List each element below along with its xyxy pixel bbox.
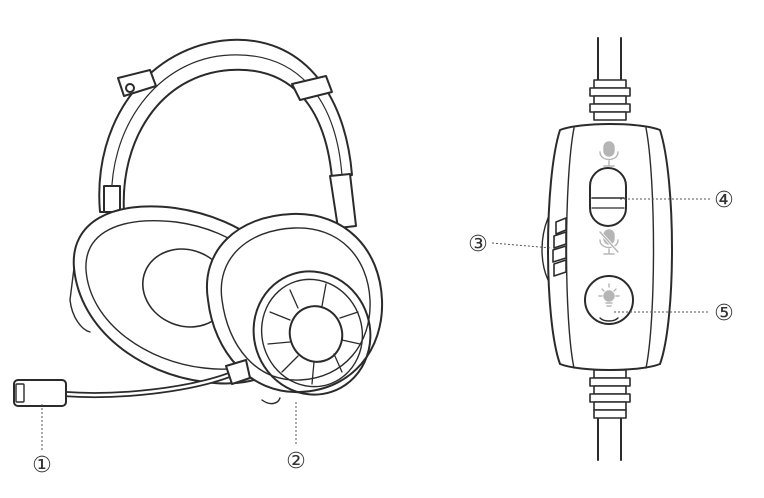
callout-3: ③: [468, 232, 488, 257]
callout-1: ①: [32, 453, 52, 478]
light-bulb-icon: [598, 283, 620, 307]
headset: [13, 38, 384, 407]
callouts: ① ② ③ ④ ⑤: [32, 188, 734, 478]
microphone-boom: [13, 359, 251, 407]
leader-line-3: [491, 242, 553, 249]
right-ear-cup: [205, 212, 384, 405]
volume-wheel[interactable]: [541, 217, 567, 281]
cable: [597, 37, 622, 461]
strain-relief-bottom: [589, 369, 631, 419]
microphone-icon: [599, 141, 619, 167]
microphone-muted-icon: [598, 229, 620, 255]
callout-4: ④: [714, 188, 734, 213]
callout-5: ⑤: [714, 301, 734, 326]
mic-mute-slider[interactable]: [589, 167, 627, 227]
leader-lines: [41, 198, 710, 450]
inline-controller: [541, 37, 673, 461]
headband: [98, 38, 357, 229]
strain-relief-top: [589, 79, 631, 121]
callout-2: ②: [286, 449, 306, 474]
